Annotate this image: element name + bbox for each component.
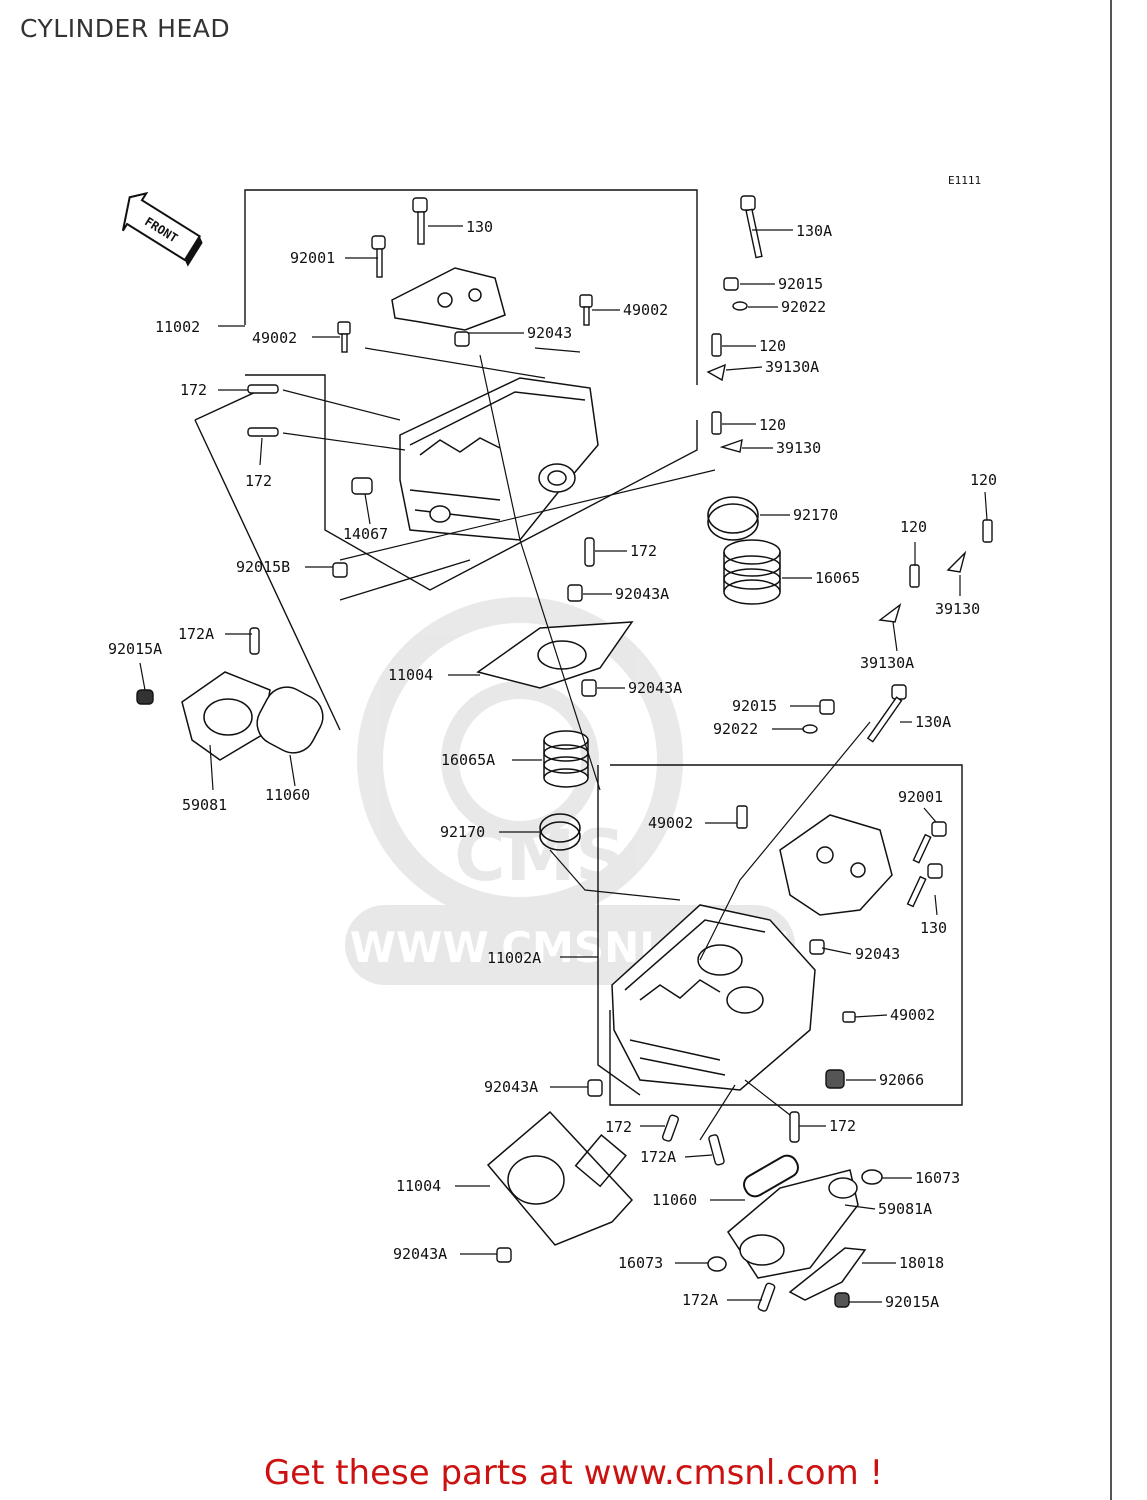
part-label: 11004	[396, 1177, 441, 1195]
part-label: 92043A	[628, 679, 682, 697]
part-label: 39130	[776, 439, 821, 457]
bracket-18018-icon	[788, 1247, 867, 1301]
part-label: 172	[245, 472, 272, 490]
part-label: 92015A	[885, 1293, 939, 1311]
front-arrow-icon: FRONT	[121, 191, 203, 267]
part-label: 172	[829, 1117, 856, 1135]
insulator-16073-icon	[707, 1169, 883, 1272]
part-label: 92015A	[108, 640, 162, 658]
part-label: 172	[630, 542, 657, 560]
part-label: 172A	[682, 1291, 718, 1309]
lower-hose-clamp-icon	[539, 813, 581, 851]
part-label: 172	[180, 381, 207, 399]
part-label: 92170	[440, 823, 485, 841]
part-label: 49002	[648, 814, 693, 832]
part-label: 92043A	[615, 585, 669, 603]
hardware-icons	[136, 195, 993, 1312]
upper-intake-joint-icon	[723, 539, 781, 605]
part-label: 11004	[388, 666, 433, 684]
part-label: 130	[466, 218, 493, 236]
part-label: 120	[900, 518, 927, 536]
part-label: 172	[605, 1118, 632, 1136]
part-label: 130	[920, 919, 947, 937]
part-label: 92015	[732, 697, 777, 715]
part-label: 49002	[623, 301, 668, 319]
part-label: 39130A	[765, 358, 819, 376]
part-label: 16073	[915, 1169, 960, 1187]
part-label: 16065A	[441, 751, 495, 769]
lower-assembly-outline	[597, 764, 963, 1106]
leader-lines	[139, 225, 988, 1303]
rear-cylinder-head-icon	[399, 377, 599, 541]
part-label: 18018	[899, 1254, 944, 1272]
part-label: 92022	[781, 298, 826, 316]
part-labels: 130 92001 11002 49002 49002 92043 172 17…	[108, 218, 997, 1311]
part-label: 130A	[915, 713, 951, 731]
part-label: 14067	[343, 525, 388, 543]
part-label: 92043	[855, 945, 900, 963]
part-label: 11060	[652, 1191, 697, 1209]
part-label: 92022	[713, 720, 758, 738]
upper-hose-clamp-icon	[707, 496, 759, 541]
part-label: 92001	[898, 788, 943, 806]
part-label: 92015	[778, 275, 823, 293]
upper-cylinder-gasket-icon	[476, 621, 634, 689]
part-label: 11002	[155, 318, 200, 336]
part-label: 39130A	[860, 654, 914, 672]
part-label: 49002	[252, 329, 297, 347]
page-border-line	[1110, 0, 1112, 1500]
front-cylinder-head-icon	[611, 904, 816, 1091]
rear-camshaft-holder-icon	[391, 267, 506, 331]
rear-intake-pipe-icon	[181, 671, 324, 761]
part-label: 172A	[178, 625, 214, 643]
part-label: 92066	[879, 1071, 924, 1089]
front-camshaft-holder-icon	[779, 814, 893, 916]
part-label: 120	[759, 337, 786, 355]
part-label: 49002	[890, 1006, 935, 1024]
part-label: 92043A	[484, 1078, 538, 1096]
part-label: 92015B	[236, 558, 290, 576]
upper-assembly-outline	[194, 189, 698, 731]
page-title: CYLINDER HEAD	[20, 14, 231, 43]
front-o-ring-icon	[743, 1154, 799, 1198]
part-label: 130A	[796, 222, 832, 240]
front-intake-pipe-icon	[727, 1169, 859, 1279]
part-label: 39130	[935, 600, 980, 618]
part-label: 11060	[265, 786, 310, 804]
part-label: 92170	[793, 506, 838, 524]
diagram-code: E1111	[948, 174, 981, 187]
part-label: 59081	[182, 796, 227, 814]
lower-cylinder-gasket-icon	[486, 1110, 634, 1246]
part-label: 11002A	[487, 949, 541, 967]
part-label: 92043A	[393, 1245, 447, 1263]
part-label: 92043	[527, 324, 572, 342]
part-label: 16065	[815, 569, 860, 587]
part-label: 120	[970, 471, 997, 489]
part-label: 16073	[618, 1254, 663, 1272]
part-label: 92001	[290, 249, 335, 267]
part-label: 120	[759, 416, 786, 434]
part-label: 59081A	[878, 1200, 932, 1218]
part-label: 172A	[640, 1148, 676, 1166]
lower-intake-joint-icon	[543, 730, 589, 788]
footer-link[interactable]: Get these parts at www.cmsnl.com !	[263, 1453, 884, 1493]
